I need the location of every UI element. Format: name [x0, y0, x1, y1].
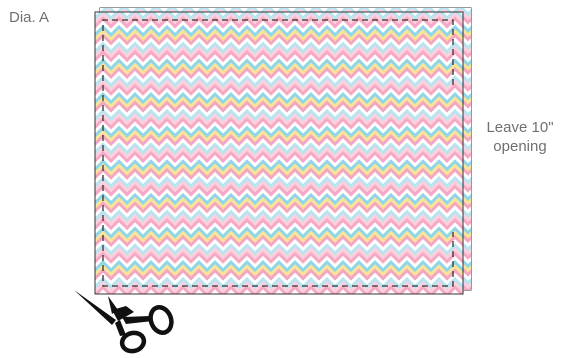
chevron-stripe: [79, 0, 487, 7]
scissors-icon: [74, 290, 175, 354]
opening-label-line-2: opening: [478, 137, 562, 156]
chevron-stripe: [84, 0, 492, 7]
front-fabric: [79, 0, 487, 301]
chevron-stripe: [79, 0, 487, 2]
chevron-stripe: [84, 0, 492, 3]
opening-label: Leave 10" opening: [478, 118, 562, 156]
opening-label-line-1: Leave 10": [478, 118, 562, 137]
